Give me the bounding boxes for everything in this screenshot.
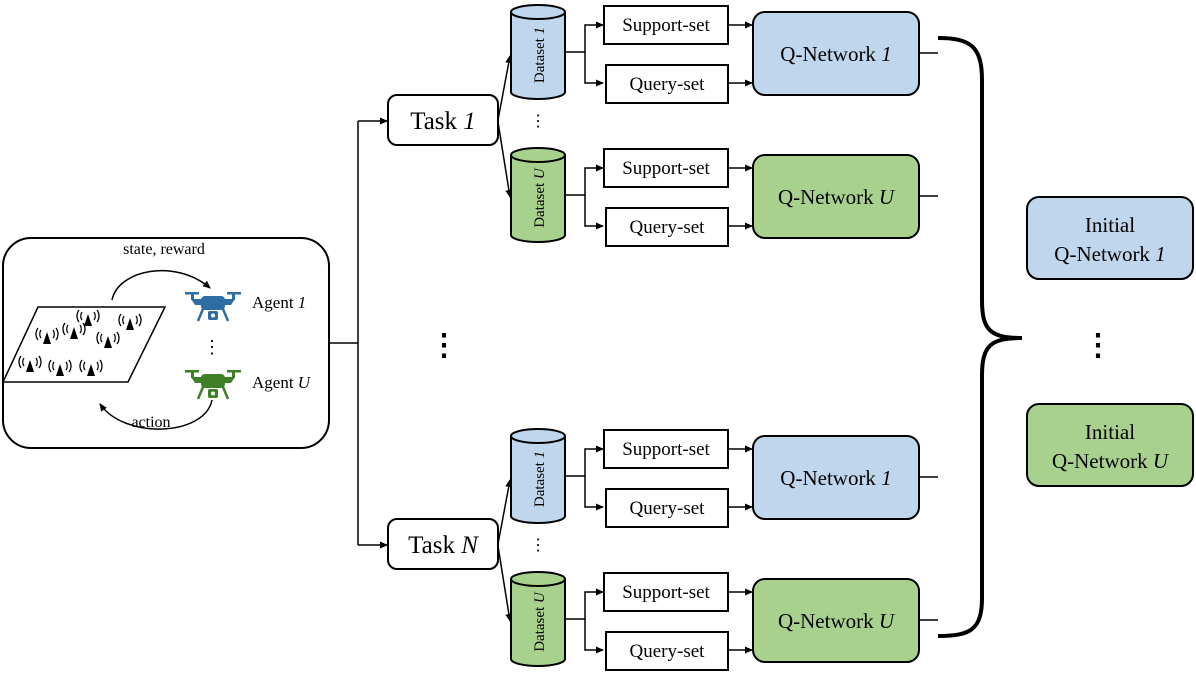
q-network-label: Q-Network U (778, 609, 896, 633)
dataset-dots: ⋮ (530, 113, 546, 130)
q-network-label: Q-Network 1 (780, 42, 891, 66)
q-network-label: Q-Network U (778, 185, 896, 209)
initial-q-network-u: Initial Q-Network U (1026, 403, 1194, 487)
dataset-label: Dataset U (532, 591, 548, 652)
agent-1-label: Agent 1 (252, 293, 306, 312)
dataset-label: Dataset U (532, 167, 548, 228)
state-reward-arrow (111, 269, 211, 301)
query-set-box: Query-set (605, 64, 729, 104)
aggregation-brace (937, 36, 1023, 638)
dataset-cylinder: Dataset 1 (510, 4, 566, 100)
initial-q-network-1-line1: Initial (1085, 213, 1135, 237)
task-to-dataset-arrow (497, 121, 513, 198)
action-arrow (99, 399, 213, 430)
output-vdots: ⋮ (1083, 329, 1113, 362)
query-set-box: Query-set (605, 207, 729, 247)
support-set-box: Support-set (603, 5, 729, 45)
q-network-box: Q-Network 1 (752, 11, 920, 96)
initial-q-network-1: Initial Q-Network 1 (1026, 196, 1194, 280)
task-to-dataset-arrow (497, 545, 513, 622)
agent-vdots: ⋮ (203, 337, 221, 357)
query-set-label: Query-set (630, 498, 706, 519)
query-set-label: Query-set (630, 74, 706, 95)
q-network-label: Q-Network 1 (780, 466, 891, 490)
query-set-box: Query-set (605, 631, 729, 671)
query-set-label: Query-set (630, 217, 706, 238)
dataset-dots: ⋮ (530, 537, 546, 554)
task-label: Task 1 (410, 108, 476, 135)
initial-q-network-u-line2: Q-Network U (1052, 449, 1170, 473)
state-reward-label: state, reward (123, 241, 205, 258)
drone-icon-green (185, 370, 241, 400)
support-set-label: Support-set (622, 158, 710, 179)
q-network-box: Q-Network 1 (752, 435, 920, 520)
support-set-label: Support-set (622, 439, 710, 460)
support-set-label: Support-set (622, 582, 710, 603)
dataset-label: Dataset 1 (532, 451, 548, 507)
q-network-box: Q-Network U (752, 154, 920, 239)
query-set-label: Query-set (630, 641, 706, 662)
action-label: action (131, 414, 170, 431)
dataset-cylinder: Dataset U (510, 147, 566, 243)
dataset-cylinder: Dataset U (510, 571, 566, 667)
dataset-cylinder: Dataset 1 (510, 428, 566, 524)
drone-icon-blue (185, 292, 241, 322)
initial-q-network-u-line1: Initial (1085, 420, 1135, 444)
env-to-task-connectors (329, 117, 388, 549)
task-box: Task N (387, 518, 499, 570)
dataset-label: Dataset 1 (532, 27, 548, 83)
initial-q-network-1-line2: Q-Network 1 (1054, 242, 1165, 266)
task-to-dataset-arrow (497, 55, 513, 121)
support-set-box: Support-set (603, 148, 729, 188)
task-label: Task N (408, 532, 479, 559)
task-box: Task 1 (387, 94, 499, 146)
query-set-box: Query-set (605, 488, 729, 528)
agent-u-label: Agent U (252, 373, 312, 392)
q-network-box: Q-Network U (752, 578, 920, 663)
task-to-dataset-arrow (497, 479, 513, 545)
environment-box: state, reward action Agent 1 ⋮ (1, 237, 330, 449)
ground-plane (1, 306, 167, 383)
support-set-label: Support-set (622, 15, 710, 36)
task-vdots: ⋮ (429, 329, 459, 362)
support-set-box: Support-set (603, 572, 729, 612)
support-set-box: Support-set (603, 429, 729, 469)
